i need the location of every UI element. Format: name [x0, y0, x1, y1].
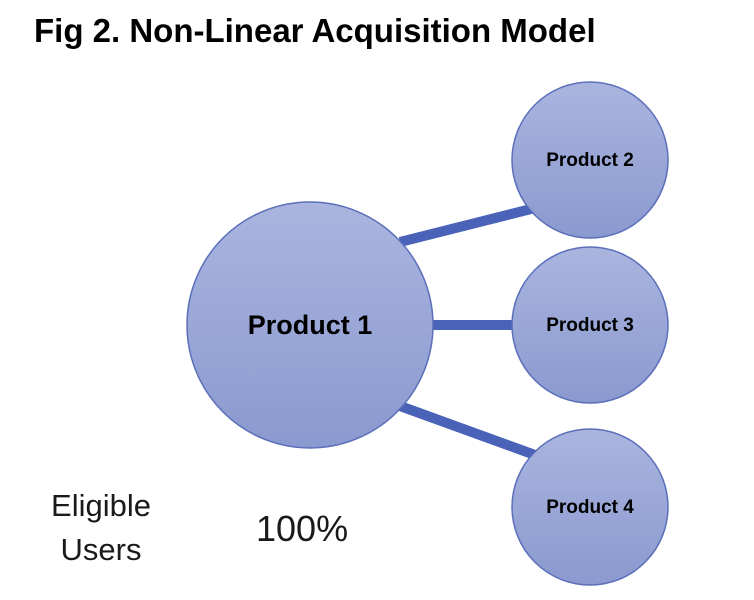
connector-product1-product4	[398, 401, 537, 460]
eligible-users-percent: 100%	[256, 508, 349, 549]
figure-title: Fig 2. Non-Linear Acquisition Model	[34, 12, 596, 49]
eligible-users-label: Eligible Users	[26, 484, 176, 572]
node-product-4-label: Product 4	[546, 497, 634, 518]
eligible-users-line1: Eligible	[51, 488, 151, 523]
eligible-users-line2: Users	[60, 532, 142, 567]
node-product-3-label: Product 3	[546, 315, 634, 336]
node-product-1-label: Product 1	[248, 310, 373, 340]
node-product-2: Product 2	[511, 81, 669, 239]
node-product-3: Product 3	[511, 246, 669, 404]
node-product-4: Product 4	[511, 428, 669, 586]
connector-product1-product2	[398, 203, 537, 247]
node-product-2-label: Product 2	[546, 150, 634, 171]
node-product-1: Product 1	[186, 201, 434, 449]
